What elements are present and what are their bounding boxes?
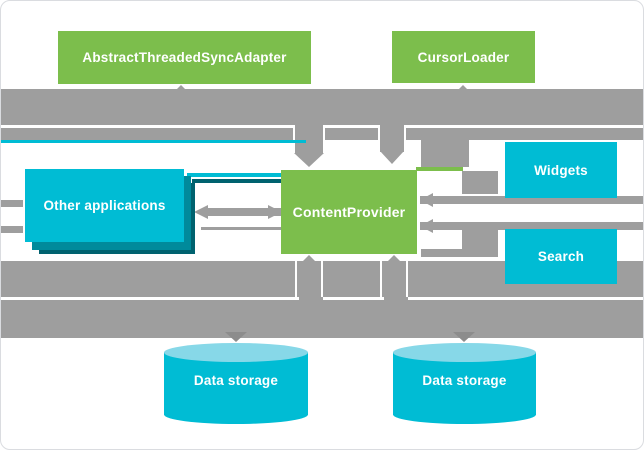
arrow-head-right-provider <box>268 205 282 219</box>
elbow-outline <box>404 128 406 151</box>
arrow-head-down-storage-right <box>453 332 475 342</box>
teal-accent-line-mid <box>192 179 281 183</box>
box-abstract-threaded-sync-adapter: AbstractThreadedSyncAdapter <box>58 31 311 84</box>
separator-patch <box>384 297 408 300</box>
box-search: Search <box>505 229 617 284</box>
arrow-head-down-provider-left <box>294 153 324 167</box>
arrow-head-left-search <box>420 219 433 233</box>
left-edge-stub <box>1 200 23 207</box>
arrow-head-down-provider-right <box>380 151 404 164</box>
cylinder-body <box>164 352 308 415</box>
box-label: AbstractThreadedSyncAdapter <box>82 50 287 65</box>
box-label: ContentProvider <box>292 204 406 220</box>
search-arrow-elbow2 <box>421 249 498 257</box>
arrow-head-up-cursorloader <box>455 85 471 93</box>
box-cursor-loader: CursorLoader <box>392 31 535 83</box>
thin-shaft-line <box>201 227 281 230</box>
separator-patch <box>299 297 323 300</box>
arrow-head-left-otherapps <box>194 205 208 219</box>
widgets-arrow-shaft <box>420 196 643 204</box>
arrow-shaft-band-bottom2 <box>1 300 643 338</box>
otherapps-arrow-shaft <box>203 208 281 216</box>
cylinder-top-ellipse <box>164 343 308 362</box>
elbow-outline <box>323 128 325 153</box>
arrow-head-up-syncadapter <box>173 85 189 93</box>
elbow-cursor-to-provider <box>380 128 404 152</box>
cylinder-body <box>393 352 536 415</box>
arrow-head-down-storage-left <box>225 332 247 342</box>
box-widgets: Widgets <box>505 142 617 198</box>
cylinder-label: Data storage <box>422 373 507 388</box>
cylinder-label: Data storage <box>193 373 279 388</box>
box-label: Widgets <box>534 162 588 178</box>
shaft-outline <box>295 261 297 297</box>
widgets-arrow-elbow <box>462 171 498 197</box>
shaft-outline <box>406 261 408 297</box>
widgets-arrow-column <box>421 140 469 167</box>
box-label: CursorLoader <box>417 49 510 65</box>
arrow-head-up-provider-left <box>297 255 321 267</box>
box-other-applications: Other applications <box>25 169 184 242</box>
arrow-head-up-provider-right <box>382 255 406 267</box>
box-label: Search <box>537 249 585 264</box>
box-label: Other applications <box>43 198 166 213</box>
green-accent-line <box>416 167 463 171</box>
separator-patch <box>380 125 404 128</box>
cylinder-data-storage-right: Data storage <box>393 343 536 424</box>
cylinder-data-storage-left: Data storage <box>164 343 308 424</box>
separator-patch <box>295 125 323 128</box>
shaft-outline <box>380 261 382 297</box>
cyan-accent-line-mid <box>187 173 281 177</box>
left-edge-stub <box>1 226 23 233</box>
elbow-outline <box>378 128 380 151</box>
arrow-head-left-widgets <box>420 193 433 207</box>
cyan-accent-line-top <box>1 140 306 143</box>
shaft-outline <box>321 261 323 297</box>
arrow-shaft-band-top <box>1 89 643 125</box>
box-content-provider: ContentProvider <box>281 170 417 254</box>
cylinder-top-ellipse <box>393 343 536 362</box>
search-arrow-shaft <box>420 222 643 230</box>
